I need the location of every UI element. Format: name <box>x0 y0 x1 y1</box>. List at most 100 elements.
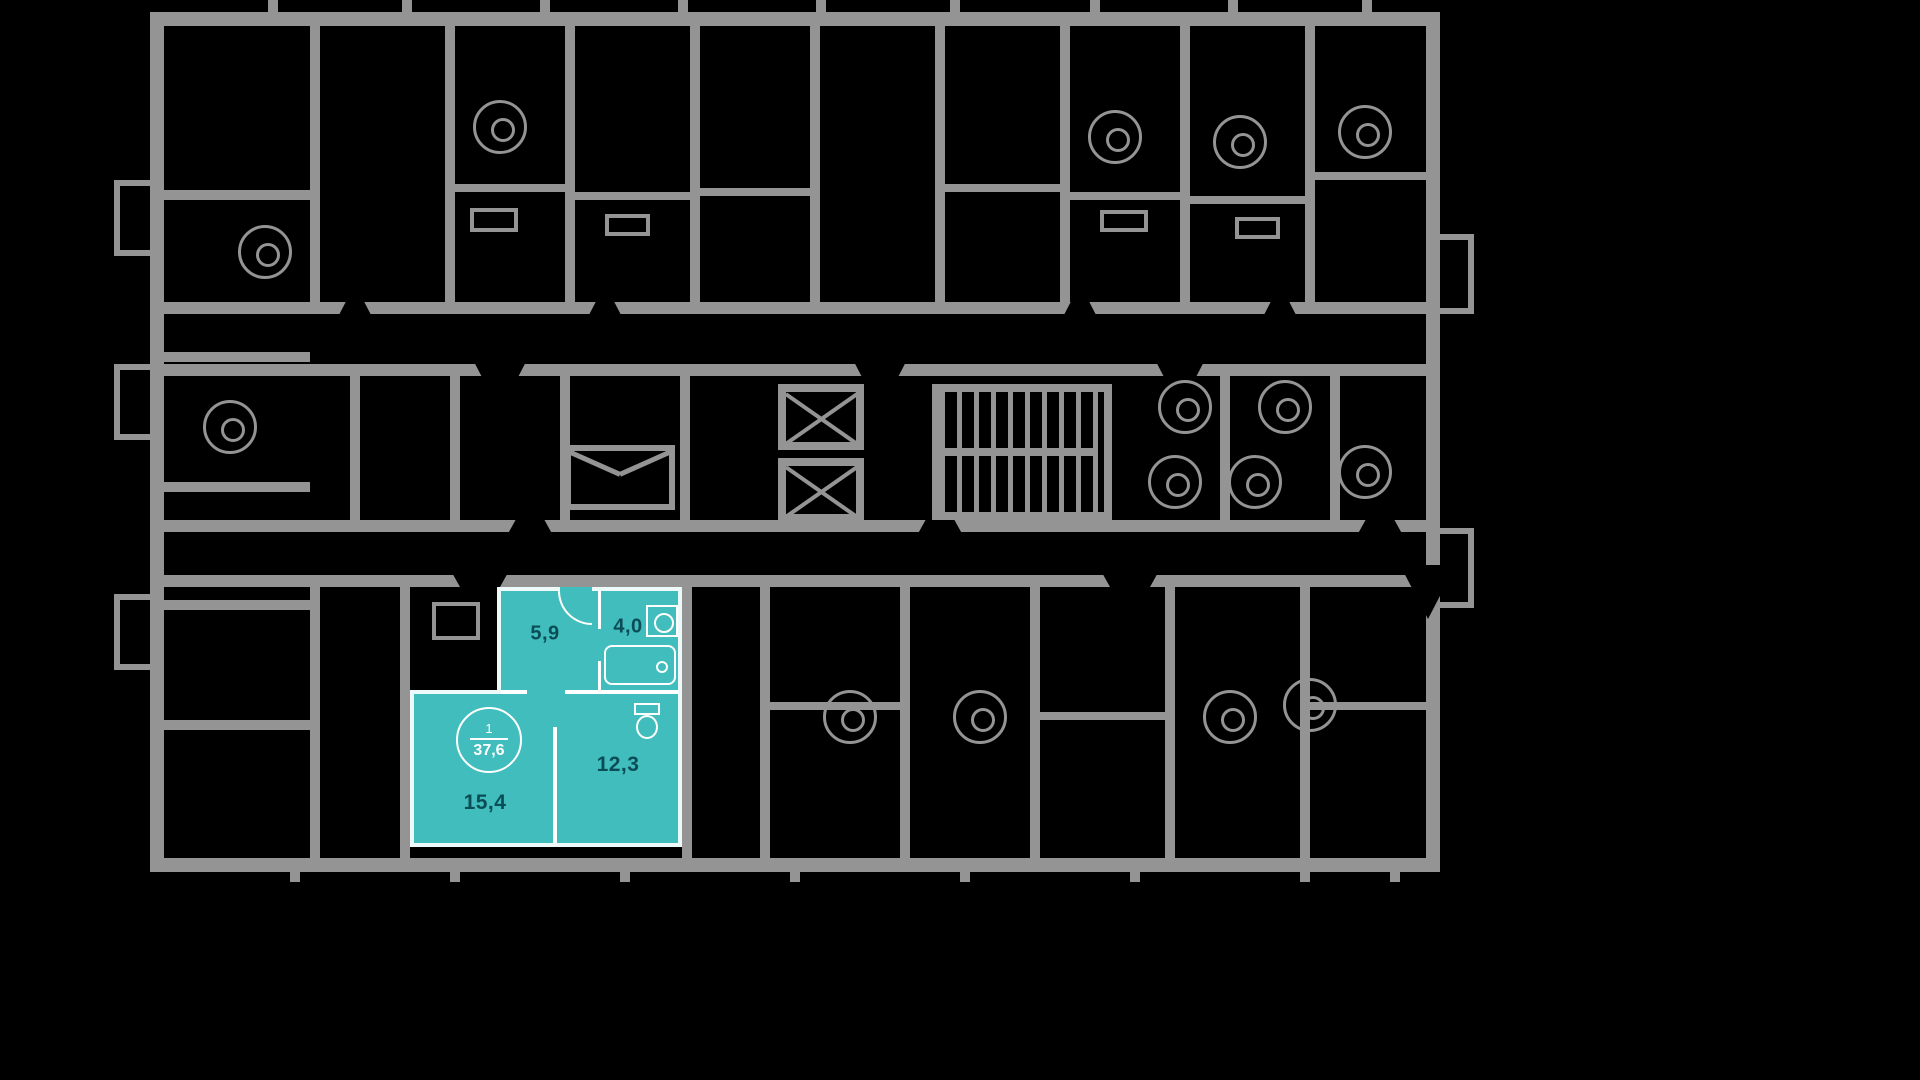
door-swing-icon <box>1100 569 1160 623</box>
wall <box>1180 26 1190 302</box>
balcony-tick <box>290 870 300 882</box>
wall <box>164 364 1426 376</box>
wall <box>690 26 700 302</box>
appliance-circle-icon <box>1228 455 1282 509</box>
appliance-circle-icon <box>203 400 257 454</box>
wall <box>150 12 164 872</box>
stairs-landing <box>944 448 1096 456</box>
balcony-tick <box>790 870 800 882</box>
door-swing-icon <box>470 354 530 412</box>
wall <box>400 587 410 858</box>
balcony-tick <box>960 870 970 882</box>
balcony-tick <box>268 0 278 12</box>
bathtub-icon <box>604 645 676 685</box>
appliance-circle-icon <box>1088 110 1142 164</box>
furniture-block <box>432 602 480 640</box>
wall <box>1060 26 1070 302</box>
badge-divider <box>470 737 508 740</box>
appliance-circle-icon <box>1203 690 1257 744</box>
room-area-label-kitchen: 15,4 <box>463 791 507 814</box>
wall <box>900 587 910 858</box>
wall <box>164 482 310 492</box>
appliance-circle-icon <box>1338 445 1392 499</box>
wall <box>150 12 1440 26</box>
wall <box>350 376 360 520</box>
balcony-tick <box>402 0 412 12</box>
wall <box>1330 376 1340 520</box>
apartment-highlight[interactable]: 5,9 4,0 12,3 15,4 1 37,6 <box>410 587 682 847</box>
mailboxes-icon <box>565 445 675 510</box>
wall <box>1426 12 1440 872</box>
wall <box>935 26 945 302</box>
furniture-block <box>1100 210 1148 232</box>
wall <box>1305 172 1426 180</box>
apartment-partition <box>553 727 557 843</box>
wall <box>310 587 320 858</box>
toilet-icon <box>634 703 660 715</box>
wall <box>1030 712 1165 720</box>
balcony-tick <box>816 0 826 12</box>
wall <box>1060 192 1190 200</box>
room-area-label-bathroom: 4,0 <box>613 615 643 638</box>
wall <box>1030 587 1040 858</box>
apartment-wall <box>678 587 682 847</box>
balcony-tick <box>1090 0 1100 12</box>
wall <box>310 26 320 302</box>
wall <box>1300 702 1426 710</box>
wall <box>164 302 1426 314</box>
apartment-wall <box>410 690 414 847</box>
wall <box>760 587 770 858</box>
balcony-tick <box>950 0 960 12</box>
appliance-circle-icon <box>1283 678 1337 732</box>
balcony-tick <box>1390 870 1400 882</box>
stairs-icon <box>932 384 1112 520</box>
wall <box>1180 196 1315 204</box>
wall <box>565 26 575 302</box>
wall <box>935 184 1070 192</box>
wall <box>164 600 310 610</box>
apartment-badge: 1 37,6 <box>456 707 522 773</box>
balcony-tick <box>1130 870 1140 882</box>
appliance-circle-icon <box>953 690 1007 744</box>
apartment-partition <box>501 690 527 694</box>
furniture-block <box>605 214 650 236</box>
wall <box>1220 376 1230 520</box>
furniture-block <box>1235 217 1280 239</box>
furniture-block <box>470 208 518 232</box>
room-area-label-hallway: 5,9 <box>530 622 560 645</box>
wall <box>682 587 692 858</box>
balcony <box>1434 234 1474 314</box>
room-area-label-living-room: 12,3 <box>596 753 640 776</box>
appliance-circle-icon <box>1258 380 1312 434</box>
wall <box>164 520 1426 532</box>
balcony-tick <box>1362 0 1372 12</box>
toilet-icon <box>636 715 658 739</box>
wall <box>445 26 455 302</box>
appliance-circle-icon <box>1213 115 1267 169</box>
appliance-circle-icon <box>1148 455 1202 509</box>
wall <box>164 190 310 200</box>
apartment-wall <box>410 690 501 694</box>
appliance-circle-icon <box>823 690 877 744</box>
wall <box>1305 26 1315 302</box>
wall <box>150 858 1440 872</box>
wall <box>450 376 460 520</box>
appliance-circle-icon <box>1158 380 1212 434</box>
badge-total-area: 37,6 <box>473 741 505 759</box>
apartment-wall <box>410 843 682 847</box>
balcony-tick <box>620 870 630 882</box>
elevator-icon <box>778 458 864 522</box>
appliance-circle-icon <box>238 225 292 279</box>
elevator-icon <box>778 384 864 450</box>
balcony-tick <box>450 870 460 882</box>
wall <box>164 720 310 730</box>
appliance-circle-icon <box>1338 105 1392 159</box>
balcony-tick <box>1300 870 1310 882</box>
wall <box>164 575 1426 587</box>
apartment-partition <box>598 591 601 629</box>
washing-machine-icon <box>646 605 678 637</box>
apartment-partition <box>565 690 678 694</box>
apartment-wall <box>497 587 501 692</box>
wall <box>445 184 575 192</box>
